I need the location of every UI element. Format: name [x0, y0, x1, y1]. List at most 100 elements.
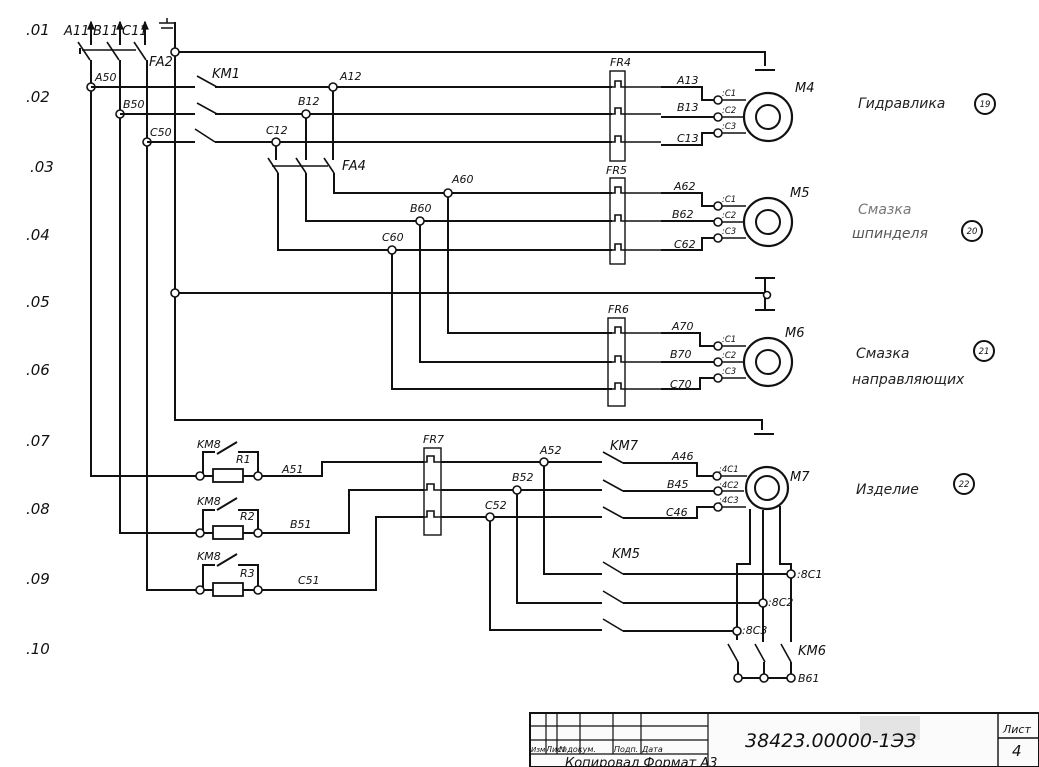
wire-label: A62	[673, 180, 696, 193]
node-label: C52	[485, 499, 507, 512]
resistor-label: R3	[240, 567, 255, 580]
terminal-label: :C1	[722, 195, 736, 205]
contactor-label: KM8	[197, 550, 221, 563]
row-marker: .02	[26, 88, 50, 106]
contactor-km5: KM5	[489, 466, 789, 632]
wire-label: C46	[666, 506, 688, 519]
reference-number: 21	[979, 347, 990, 357]
node	[170, 288, 180, 298]
relay-label: FR5	[606, 164, 627, 177]
title-header: Дата	[641, 745, 663, 754]
resistor-label: R2	[240, 510, 255, 523]
motor-description: Смазка	[858, 202, 911, 218]
resistor-r1: KM8 R1 A51	[195, 438, 424, 483]
node-label: B60	[410, 202, 432, 215]
node-label: B12	[298, 95, 320, 108]
terminal-label: :4C3	[719, 496, 739, 506]
contactor-km6: KM6 B61	[727, 643, 826, 685]
contactor-km7: KM7	[602, 439, 714, 519]
row-marker: .08	[26, 500, 50, 518]
row-marker: .05	[26, 293, 50, 311]
supply-phase-label: A11	[63, 24, 89, 39]
terminal-label: :C3	[722, 227, 736, 237]
contactor-label: KM8	[197, 495, 221, 508]
contactor-label: KM7	[610, 439, 639, 454]
sheet-label: Лист	[1002, 723, 1031, 736]
node-label: B61	[798, 672, 820, 685]
motor-description: Смазка	[856, 346, 909, 362]
breaker-fa4: FA4	[267, 91, 612, 251]
terminal-label: :8C1	[797, 568, 822, 581]
terminal-label: :4C2	[719, 481, 739, 491]
wire-label: C13	[677, 132, 699, 145]
breaker-label: FA4	[342, 159, 366, 174]
title-header: Изм	[531, 746, 546, 754]
bus-node-label: C50	[150, 126, 172, 139]
relay-label: FR6	[608, 303, 629, 316]
node-c60	[387, 245, 397, 255]
reference-number: 20	[967, 227, 978, 237]
wire-label: C62	[674, 238, 696, 251]
node-a60	[443, 188, 453, 198]
reference-number: 22	[959, 480, 970, 490]
bus-node-label: B50	[123, 98, 145, 111]
terminal-label: :8C2	[768, 596, 793, 609]
breaker-fa2-label: FA2	[149, 55, 173, 70]
bus-node-label: A50	[94, 71, 117, 84]
motor-m5: A62 B62 C62 :C1 :C2 :C3 M5 Смазка шпинде…	[661, 180, 983, 251]
supply-phase-label: C11	[122, 24, 148, 39]
node	[170, 47, 180, 57]
motor-label: M6	[785, 326, 805, 341]
row-marker: .10	[26, 640, 50, 658]
motor-m4: A13 B13 C13 :C1 :C2 :C3 M4 Гидравлика 19	[661, 74, 996, 146]
ground-icon	[159, 18, 175, 29]
node-label: B52	[512, 471, 534, 484]
resistor-r3: KM8 R3 C51	[195, 516, 424, 597]
contactor-km1: KM1	[91, 67, 612, 143]
title-header: Лист	[545, 745, 567, 754]
row-marker: .04	[26, 226, 50, 244]
terminal-label: :8C3	[742, 624, 767, 637]
wire-label: B45	[667, 478, 689, 491]
thermal-relay-fr4: FR4	[609, 56, 661, 162]
wire-label: B13	[677, 101, 699, 114]
terminal-label: :4C1	[719, 465, 739, 475]
thermal-relay-fr6: FR6	[607, 303, 661, 407]
thermal-relay-fr5: FR5	[606, 164, 661, 265]
motor-description: направляющих	[852, 372, 965, 388]
wire-label: A70	[671, 320, 694, 333]
terminal-label: :C1	[722, 335, 736, 345]
terminal-label: :C1	[722, 89, 736, 99]
resistor-bank: KM8 R1 A51 KM8 R2 B51 KM8 R3 C51	[195, 438, 424, 597]
wire-label: B70	[670, 348, 692, 361]
relay-label: FR7	[423, 433, 444, 446]
terminal-label: :C2	[722, 211, 736, 221]
node-a52	[539, 457, 549, 467]
wire-label: A46	[671, 450, 694, 463]
node-label: A60	[451, 173, 474, 186]
wire-label: A13	[676, 74, 699, 87]
motor-label: M7	[790, 470, 810, 485]
reference-number: 19	[980, 100, 991, 110]
document-number: 38423.00000-1ЭЗ	[745, 730, 916, 752]
row-marker: .07	[26, 432, 50, 450]
wire-label: B62	[672, 208, 694, 221]
footer-text: Копировал Формат А3	[565, 756, 717, 767]
sheet-number: 4	[1012, 742, 1022, 760]
motor-description: шпинделя	[852, 226, 928, 242]
terminal-label: :C3	[722, 122, 736, 132]
node-label: A52	[539, 444, 562, 457]
title-header: №докум.	[558, 745, 596, 754]
motor-description: Изделие	[856, 482, 919, 498]
relay-label: FR4	[610, 56, 631, 69]
node-label: C12	[266, 124, 288, 137]
node-label: A12	[339, 70, 362, 83]
terminal-label: :C3	[722, 367, 736, 377]
node-label: C60	[382, 231, 404, 244]
supply-phase-label: B11	[93, 24, 118, 39]
node-label: C51	[298, 574, 320, 587]
terminal-label: :C2	[722, 351, 736, 361]
row-markers: .01 .02 .03 .04 .05 .06 .07 .08 .09 .10	[26, 21, 54, 658]
node-b52	[512, 485, 522, 495]
